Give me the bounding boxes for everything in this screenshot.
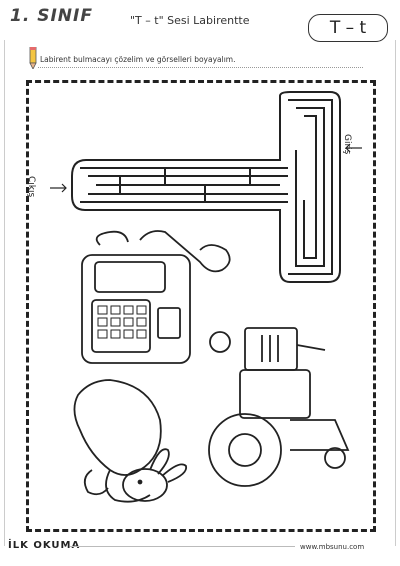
footer-url: www.mbsunu.com xyxy=(300,543,365,551)
letter-box: T – t xyxy=(308,14,388,42)
footer-divider xyxy=(70,546,295,547)
instruction-text: Labirent bulmacayı çözelim ve görselleri… xyxy=(40,55,236,64)
maze-entry-label: Giriş xyxy=(342,134,352,155)
rabbit-drawing xyxy=(73,379,188,503)
maze-exit-label: Çıkış xyxy=(26,176,36,198)
tractor-drawing xyxy=(208,327,350,487)
right-border-line xyxy=(395,40,396,546)
left-border-line xyxy=(4,40,5,546)
footer-brand: İLK OKUMA xyxy=(8,540,81,551)
instruction-underline xyxy=(38,67,363,68)
grade-logo: 1. SINIF xyxy=(10,6,93,26)
worksheet-frame xyxy=(26,80,376,532)
pencil-icon xyxy=(29,47,37,69)
entry-arrow-icon xyxy=(345,143,362,153)
telephone-drawing xyxy=(81,230,231,364)
maze-t xyxy=(71,91,341,283)
page-title: "T – t" Sesi Labirentte xyxy=(130,14,250,27)
exit-arrow-icon xyxy=(50,183,67,193)
